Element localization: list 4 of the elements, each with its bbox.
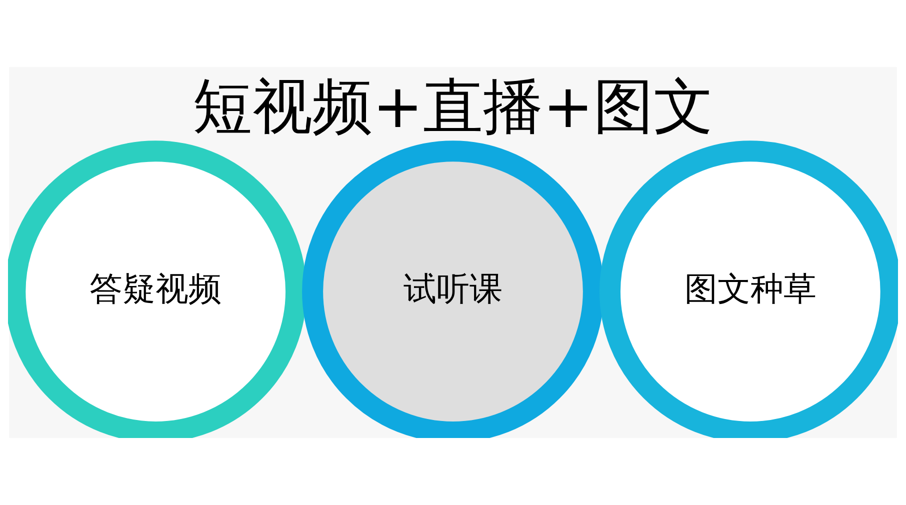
node-circle: 试听课 — [302, 140, 604, 438]
diagram-title: 短视频+直播+图文 — [192, 72, 714, 142]
node-circle: 图文种草 — [599, 140, 898, 438]
node-circle: 答疑视频 — [8, 140, 307, 438]
